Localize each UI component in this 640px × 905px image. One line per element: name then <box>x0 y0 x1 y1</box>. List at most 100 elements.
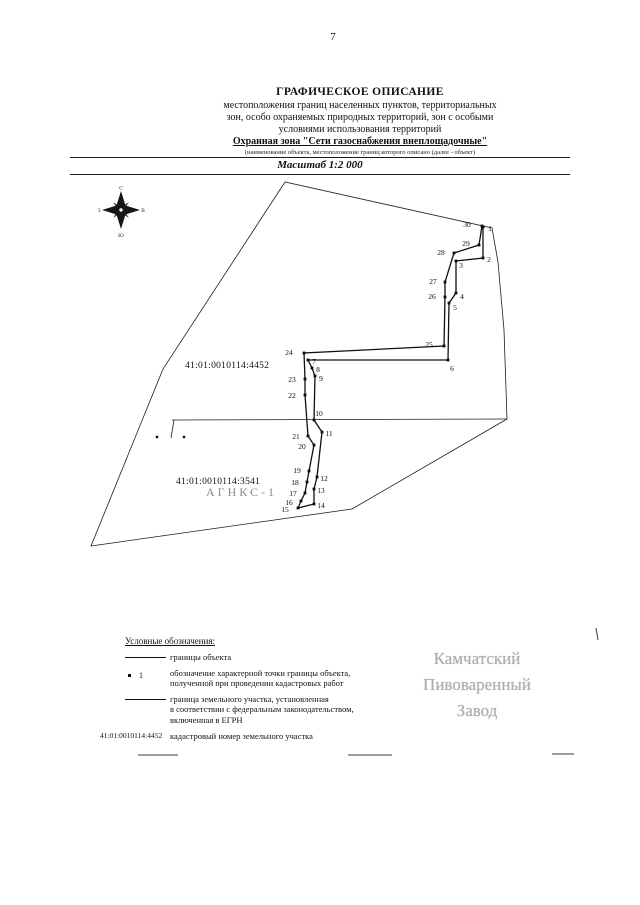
boundary-point-dot <box>303 491 307 495</box>
point-sample-number: 1 <box>139 670 143 680</box>
boundary-point-number: 7 <box>312 357 316 366</box>
object-name: Охранная зона "Сети газоснабжения внепло… <box>232 136 488 147</box>
point-dot-icon <box>128 673 131 677</box>
compass-center <box>119 208 123 212</box>
boundary-point-dot <box>312 418 316 422</box>
legend-item-object-boundary: границы объекта <box>100 652 480 663</box>
legend-item-cadastral-number: 41:01:0010114:4452 кадастровый номер зем… <box>100 731 480 742</box>
cadastral-number-sample: 41:01:0010114:4452 <box>100 731 163 740</box>
compass-west-label: З <box>97 208 100 214</box>
cadastral-number-label-upper: 41:01:0010114:4452 <box>185 361 270 371</box>
boundary-point-number: 3 <box>459 261 463 270</box>
boundary-point-number: 29 <box>462 239 470 248</box>
parcel-boundary-segment <box>170 419 175 439</box>
boundary-point-dot <box>313 374 317 378</box>
legend-item-characteristic-point: 1 обозначение характерной точки границы … <box>100 668 480 689</box>
boundary-point-number: 4 <box>460 292 464 301</box>
legend-item-parcel-boundary: граница земельного участка, установленна… <box>100 694 480 726</box>
cadastral-number-label-lower: 41:01:0010114:3541 <box>176 477 261 487</box>
boundary-point-dot <box>443 280 447 284</box>
boundary-point-dot <box>312 502 316 506</box>
map-scale-label: Масштаб 1:2 000 <box>277 159 363 171</box>
boundary-point-number: 28 <box>437 248 445 257</box>
document-title: ГРАФИЧЕСКОЕ ОПИСАНИЕ <box>276 86 444 98</box>
legend-item-text: граница земельного участка, установленна… <box>170 693 329 704</box>
boundary-point-dot <box>481 256 485 260</box>
boundary-point-dot <box>320 430 324 434</box>
legend-item-text: кадастровый номер земельного участка <box>170 731 313 741</box>
boundary-point-dot <box>443 295 447 299</box>
boundary-point-dot <box>446 358 450 362</box>
boundary-point-dot <box>312 487 316 491</box>
boundary-point-dot <box>447 301 451 305</box>
survey-point-dot <box>182 435 186 439</box>
compass-south-label: Ю <box>118 233 124 238</box>
boundary-point-number: 2 <box>487 255 491 264</box>
boundary-point-dot <box>454 291 458 295</box>
compass-east-label: В <box>141 208 145 214</box>
boundary-point-number: 27 <box>429 277 437 286</box>
boundary-point-number: 5 <box>453 303 457 312</box>
legend: Условные обозначения: границы объекта 1 … <box>100 636 480 747</box>
boundary-point-dot <box>306 434 310 438</box>
boundary-point-dot <box>303 377 307 381</box>
scan-mark <box>595 627 599 641</box>
legend-title: Условные обозначения: <box>125 636 216 646</box>
boundary-point-number: 18 <box>291 478 299 487</box>
horizontal-rule <box>70 174 570 175</box>
boundary-point-number: 20 <box>298 442 306 451</box>
boundary-point-dot <box>315 475 319 479</box>
compass-rose-icon: С Ю В З <box>97 186 145 239</box>
boundary-point-number: 25 <box>425 340 433 349</box>
boundary-point-dot <box>305 480 309 484</box>
boundary-point-number: 10 <box>315 409 323 418</box>
boundary-point-number: 26 <box>428 292 436 301</box>
document-subtitle-line: зон, особо охраняемых природных территор… <box>226 112 494 123</box>
legend-item-text: полученной при проведении кадастровых ра… <box>170 678 344 688</box>
page-number: 7 <box>330 31 336 43</box>
boundary-point-number: 9 <box>319 374 323 383</box>
boundary-point-number: 21 <box>292 432 300 441</box>
boundary-point-dot <box>312 443 316 447</box>
boundary-point-number: 30 <box>463 220 471 229</box>
legend-item-text: в соответствии с федеральным законодател… <box>170 704 354 714</box>
legend-item-text: обозначение характерной точки границы об… <box>170 667 351 678</box>
boundary-point-dot <box>299 499 303 503</box>
legend-item-text: включенная в ЕГРН <box>170 714 243 725</box>
survey-point-dot <box>155 435 159 439</box>
boundary-point-dot <box>306 358 310 362</box>
watermark-line: Завод <box>456 701 498 720</box>
boundary-point-number: 14 <box>317 501 325 510</box>
characteristic-point-sample: 1 <box>100 668 170 680</box>
boundary-point-dot <box>310 366 314 370</box>
parcel-boundary-line-sample <box>100 694 170 700</box>
boundary-point-dot <box>303 393 307 397</box>
boundary-point-dot <box>452 251 456 255</box>
boundary-point-number: 13 <box>317 486 325 495</box>
compass-north-label: С <box>119 186 123 192</box>
boundary-point-dot <box>480 224 484 228</box>
station-label: АГНКС-1 <box>206 485 277 499</box>
boundary-point-number: 24 <box>285 348 293 357</box>
boundary-point-number: 23 <box>288 375 296 384</box>
boundary-point-number: 16 <box>285 498 293 507</box>
horizontal-rule <box>70 157 570 158</box>
boundary-point-number: 6 <box>450 364 454 373</box>
boundary-point-number: 12 <box>320 474 328 483</box>
document-subtitle-line: условиями использования территорий <box>278 124 442 135</box>
boundary-point-dot <box>307 469 311 473</box>
boundary-point-number: 15 <box>281 505 289 514</box>
boundary-point-dot <box>302 351 306 355</box>
legend-item-text: границы объекта <box>170 652 232 662</box>
boundary-point-number: 22 <box>288 391 296 400</box>
watermark-line: Пивоваренный <box>423 675 531 694</box>
document-subtitle-line: местоположения границ населенных пунктов… <box>223 100 497 111</box>
boundary-point-number: 17 <box>289 489 297 498</box>
boundary-point-number: 1 <box>488 224 492 233</box>
object-boundary-line-sample <box>100 652 170 658</box>
boundary-point-dot <box>454 259 458 263</box>
boundary-point-dot <box>477 243 481 247</box>
boundary-point-dot <box>296 506 300 510</box>
